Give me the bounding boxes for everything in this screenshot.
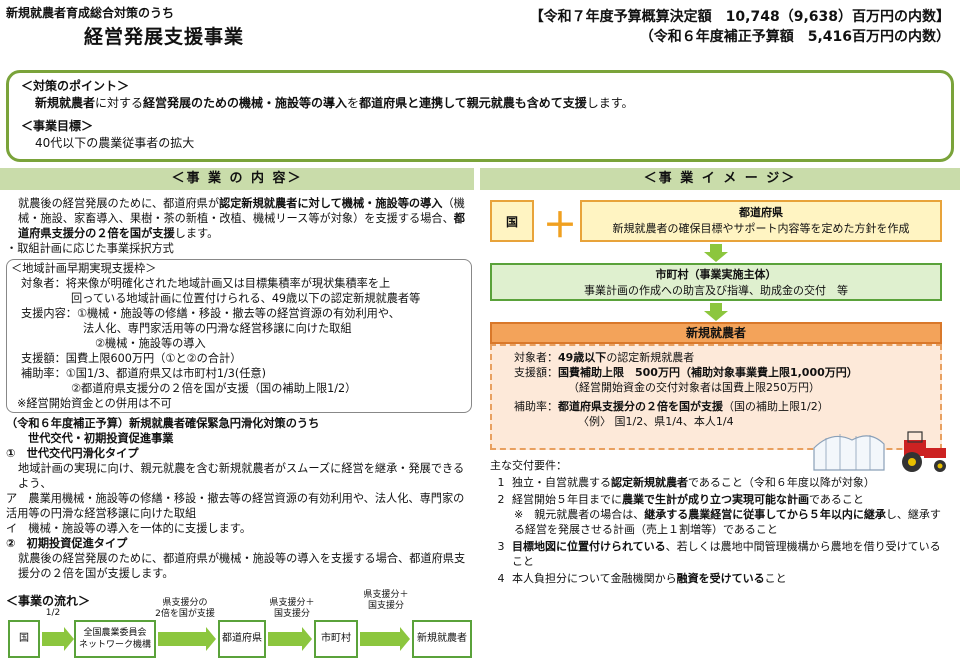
flow-arrow bbox=[360, 627, 410, 651]
arrow-down-icon bbox=[704, 252, 728, 262]
flow-arrow bbox=[42, 627, 74, 651]
new-farmer-details: 対象者：49歳以下の認定新規就農者 支援額：国費補助上限 500万円（補助対象事… bbox=[490, 344, 942, 450]
type-text: 地域計画の実現に向け、親元就農を含む新規就農者がスムーズに経営を継承・発展できる… bbox=[18, 462, 465, 490]
flow-arrow bbox=[268, 627, 312, 651]
flow-note: 県支援分＋ 国支援分 bbox=[363, 590, 409, 611]
header-subtitle: 新規就農者育成総合対策のうち bbox=[6, 6, 175, 20]
municipality-title: 市町村（事業実施主体） bbox=[655, 268, 777, 281]
image-box-municipality: 市町村（事業実施主体） 事業計画の作成への助言及び指導、助成金の交付 等 bbox=[490, 263, 942, 301]
detail-row-target: 対象者：49歳以下の認定新規就農者 bbox=[514, 351, 695, 364]
flow-label: ＜事業の流れ＞ bbox=[6, 594, 91, 608]
section-header-content: ＜事 業 の 内 容＞ bbox=[0, 168, 474, 190]
budget-line-2: （令和６年度補正予算額 5,416百万円の内数） bbox=[639, 29, 950, 45]
image-box-country: 国 bbox=[490, 200, 534, 242]
arrow-down-icon bbox=[704, 311, 728, 321]
point-heading: ＜対策のポイント＞ bbox=[21, 79, 130, 93]
content-paragraph: 就農後の経営発展のために、都道府県が認定新規就農者に対して機械・施設等の導入（機… bbox=[18, 197, 465, 240]
tractor-icon bbox=[902, 431, 946, 472]
greenhouse-tractor-icon bbox=[813, 431, 946, 472]
type-text: ア 農業用機械・施設等の修繕・移設・撤去等の経営資源の有効利用や、法人化、専門家… bbox=[6, 492, 465, 520]
regional-plan-frame: ＜地域計画早期実現支援枠＞ 対象者：将来像が明確化された地域計画又は目標集積率が… bbox=[6, 259, 472, 413]
image-box-new-farmer-title: 新規就農者 bbox=[490, 322, 942, 344]
plus-icon: ＋ bbox=[543, 206, 577, 246]
flow-note: 1/2 bbox=[45, 608, 61, 618]
flow-box-national-network: 全国農業委員会 ネットワーク機構 bbox=[74, 620, 156, 658]
frame-line: 法人化、専門家活用等の円滑な経営移譲に向けた取組 bbox=[83, 322, 352, 335]
flow-box-municipality: 市町村 bbox=[314, 620, 358, 658]
image-box-prefecture: 都道府県 新規就農者の確保目標やサポート内容等を定めた方針を作成 bbox=[580, 200, 942, 242]
type-text: 就農後の経営発展のために、都道府県が機械・施設等の導入を支援する場合、都道府県支… bbox=[18, 552, 466, 580]
supplementary-title: （令和６年度補正予算）新規就農者確保緊急円滑化対策のうち bbox=[6, 417, 320, 430]
requirements-heading: 主な交付要件： bbox=[490, 459, 567, 472]
supplementary-subtitle: 世代交代・初期投資促進事業 bbox=[28, 432, 174, 445]
detail-row-rate-example: 〈例〉 国1/2、県1/4、本人1/4 bbox=[578, 415, 734, 428]
arrow-down-icon bbox=[710, 244, 722, 253]
flow-arrow bbox=[158, 627, 216, 651]
detail-row-amount-note: （経営開始資金の交付対象者は国費上限250万円） bbox=[568, 381, 820, 394]
flow-box-country: 国 bbox=[8, 620, 40, 658]
prefecture-text: 新規就農者の確保目標やサポート内容等を定めた方針を作成 bbox=[612, 222, 910, 235]
project-content: 就農後の経営発展のために、都道府県が認定新規就農者に対して機械・施設等の導入（機… bbox=[6, 196, 472, 581]
budget-line-1: 【令和７年度予算概算決定額 10,748（9,638）百万円の内数】 bbox=[529, 9, 950, 25]
section-header-image: ＜事 業 イ メ ー ジ＞ bbox=[480, 168, 960, 190]
goal-text: 40代以下の農業従事者の拡大 bbox=[35, 136, 195, 150]
frame-line: 支援額：国費上限600万円（①と②の合計） bbox=[21, 352, 242, 365]
frame-line: ②都道府県支援分の２倍を国が支援（国の補助上限1/2） bbox=[71, 382, 357, 395]
frame-line: 回っている地域計画に位置付けられる、49歳以下の認定新規就農者等 bbox=[71, 292, 421, 305]
type-heading: ② 初期投資促進タイプ bbox=[6, 537, 128, 550]
prefecture-title: 都道府県 bbox=[739, 206, 783, 219]
municipality-text: 事業計画の作成への助言及び指導、助成金の交付 等 bbox=[584, 284, 848, 297]
greenhouse-icon bbox=[813, 434, 885, 471]
detail-row-amount: 支援額：国費補助上限 500万円（補助対象事業費上限1,000万円） bbox=[514, 366, 858, 379]
point-text: 新規就農者に対する経営発展のための機械・施設等の導入を都道府県と連携して親元就農… bbox=[35, 96, 634, 110]
flow-box-prefecture: 都道府県 bbox=[218, 620, 266, 658]
detail-row-rate: 補助率：都道府県支援分の２倍を国が支援（国の補助上限1/2） bbox=[514, 400, 829, 413]
type-text: イ 機械・施設等の導入を一体的に支援します。 bbox=[6, 522, 252, 535]
arrow-down-icon bbox=[710, 303, 722, 312]
frame-label: ＜地域計画早期実現支援枠＞ bbox=[11, 262, 157, 275]
frame-line: 対象者：将来像が明確化された地域計画又は目標集積率が現状集積率を上 bbox=[21, 277, 391, 290]
frame-line: 補助率：①国1/3、都道府県又は市町村1/3(任意) bbox=[21, 367, 266, 380]
frame-line: ※経営開始資金との併用は不可 bbox=[17, 397, 172, 410]
type-heading: ① 世代交代円滑化タイプ bbox=[6, 447, 139, 460]
content-bullet: ・取組計画に応じた事業採択方式 bbox=[6, 242, 174, 255]
flow-note: 県支援分＋ 国支援分 bbox=[269, 598, 315, 619]
frame-line: 支援内容：①機械・施設等の修繕・移設・撤去等の経営資源の有効利用や、 bbox=[21, 307, 400, 320]
flow-box-new-farmer: 新規就農者 bbox=[412, 620, 472, 658]
requirement-note: ※ 親元就農者の場合は、継承する農業経営に従事してから５年以内に継承し、継承する… bbox=[514, 508, 941, 536]
goal-heading: ＜事業目標＞ bbox=[21, 119, 94, 133]
frame-line: ②機械・施設等の導入 bbox=[95, 337, 206, 350]
policy-point-box: ＜対策のポイント＞ 新規就農者に対する経営発展のための機械・施設等の導入を都道府… bbox=[6, 70, 954, 162]
page-title: 経営発展支援事業 bbox=[84, 26, 245, 48]
flow-note: 県支援分の 2倍を国が支援 bbox=[155, 598, 215, 619]
